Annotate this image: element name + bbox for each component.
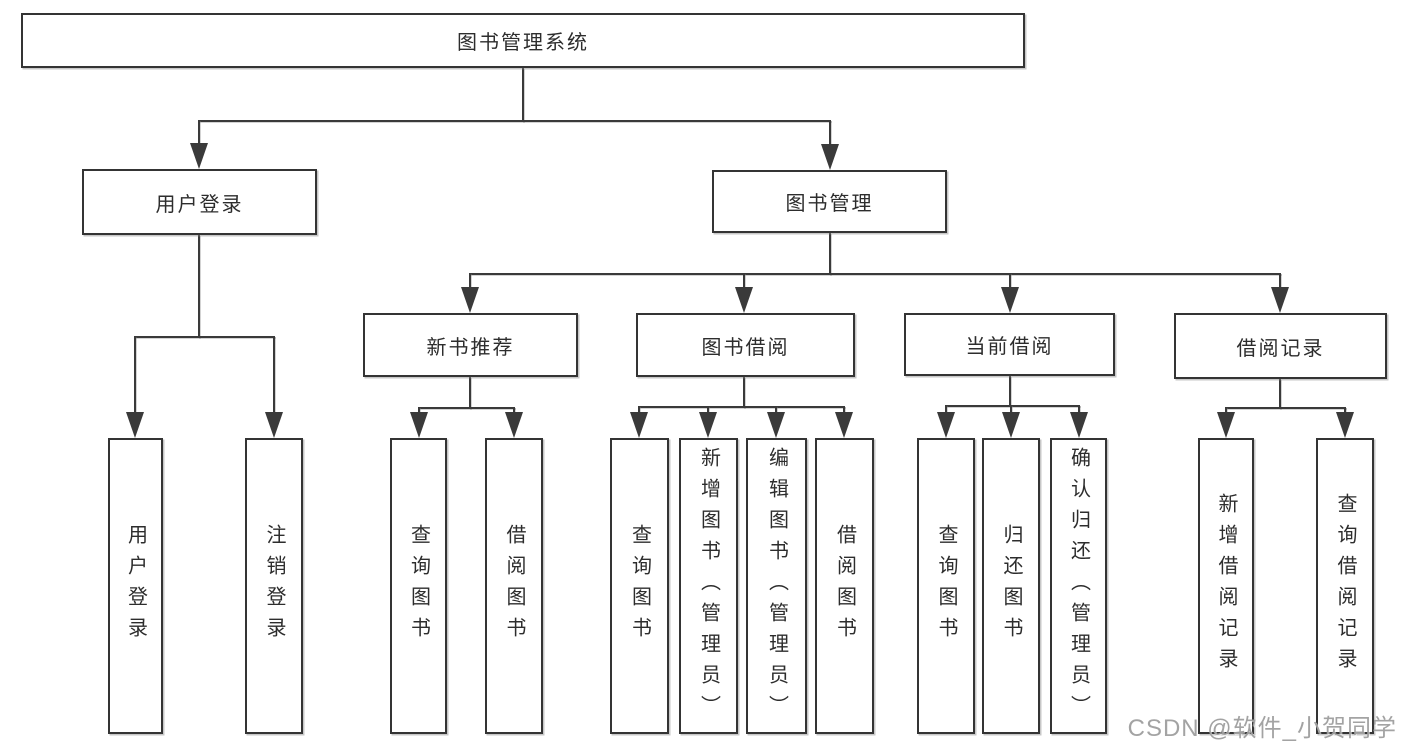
connector-rail-new-book-recommend (418, 407, 515, 409)
arrowhead-icon (699, 412, 717, 438)
node-book-management: 图书管理 (712, 170, 947, 233)
node-label-user-login: 用户登录 (155, 193, 244, 216)
connector-drop-current-borrowing-0 (945, 405, 947, 416)
arrowhead-icon (835, 412, 853, 438)
arrowhead-icon (630, 412, 648, 438)
connector-drop-new-book-recommend-1 (513, 407, 515, 416)
connector-drop-user-login-1 (273, 336, 275, 416)
connector-rail-book-management (469, 273, 1281, 275)
arrowhead-icon (190, 143, 208, 169)
arrowhead-icon (937, 412, 955, 438)
node-leaf-logout: 注销登录 (245, 438, 303, 734)
node-label-leaf-query-books-3: 查询图书 (935, 524, 957, 648)
connector-drop-book-management-0 (469, 273, 471, 291)
node-leaf-query-books-3: 查询图书 (917, 438, 975, 734)
arrowhead-icon (1001, 287, 1019, 313)
connector-drop-current-borrowing-2 (1078, 405, 1080, 416)
node-label-new-book-recommend: 新书推荐 (426, 336, 515, 359)
connector-stem-new-book-recommend (469, 377, 471, 409)
node-leaf-borrow-books-1: 借阅图书 (485, 438, 543, 734)
connector-stem-root (522, 68, 524, 122)
connector-stem-user-login (198, 235, 200, 338)
connector-drop-current-borrowing-1 (1010, 405, 1012, 416)
connector-drop-book-borrowing-1 (707, 406, 709, 416)
arrowhead-icon (821, 144, 839, 170)
node-leaf-edit-books-admin: 编辑图书（管理员） (746, 438, 807, 734)
node-label-leaf-logout: 注销登录 (263, 524, 285, 648)
arrowhead-icon (126, 412, 144, 438)
node-label-root: 图书管理系统 (457, 32, 589, 54)
connector-stem-book-management (829, 233, 831, 275)
node-root: 图书管理系统 (21, 13, 1025, 68)
connector-rail-book-borrowing (638, 406, 845, 408)
node-label-leaf-edit-books-admin: 编辑图书（管理员） (765, 446, 788, 726)
connector-rail-current-borrowing (945, 405, 1080, 407)
connector-drop-borrowing-records-1 (1344, 407, 1346, 416)
arrowhead-icon (1271, 287, 1289, 313)
connector-rail-user-login (134, 336, 275, 338)
node-label-current-borrowing: 当前借阅 (965, 336, 1054, 358)
connector-drop-borrowing-records-0 (1225, 407, 1227, 416)
node-label-leaf-return-books: 归还图书 (1000, 524, 1022, 648)
csdn-watermark: CSDN @软件_小贺同学 (1127, 715, 1397, 742)
connector-drop-root-1 (829, 120, 831, 148)
arrowhead-icon (1217, 412, 1235, 438)
node-leaf-add-borrow-record: 新增借阅记录 (1198, 438, 1254, 734)
node-label-leaf-confirm-return-admin: 确认归还（管理员） (1067, 446, 1090, 726)
node-leaf-add-books-admin: 新增图书（管理员） (679, 438, 738, 734)
connector-stem-current-borrowing (1009, 376, 1011, 407)
connector-drop-book-management-3 (1279, 273, 1281, 291)
arrowhead-icon (410, 412, 428, 438)
connector-stem-borrowing-records (1279, 379, 1281, 409)
node-label-borrowing-records: 借阅记录 (1236, 337, 1325, 360)
connector-rail-borrowing-records (1225, 407, 1346, 409)
node-label-leaf-user-login: 用户登录 (124, 524, 147, 648)
connector-drop-new-book-recommend-0 (418, 407, 420, 416)
connector-drop-book-management-2 (1009, 273, 1011, 291)
node-user-login: 用户登录 (82, 169, 317, 235)
node-leaf-borrow-books-2: 借阅图书 (815, 438, 874, 734)
connector-drop-book-borrowing-3 (843, 406, 845, 416)
connector-rail-root (198, 120, 831, 122)
node-label-leaf-add-books-admin: 新增图书（管理员） (697, 446, 720, 726)
node-leaf-user-login: 用户登录 (108, 438, 163, 734)
node-leaf-query-books-2: 查询图书 (610, 438, 669, 734)
arrowhead-icon (505, 412, 523, 438)
node-label-leaf-query-books-1: 查询图书 (407, 524, 430, 648)
arrowhead-icon (735, 287, 753, 313)
arrowhead-icon (265, 412, 283, 438)
node-label-leaf-borrow-books-1: 借阅图书 (503, 524, 525, 648)
arrowhead-icon (1002, 412, 1020, 438)
connector-drop-book-borrowing-2 (775, 406, 777, 416)
connector-stem-book-borrowing (743, 377, 745, 408)
node-leaf-query-books-1: 查询图书 (390, 438, 447, 734)
arrowhead-icon (767, 412, 785, 438)
connector-drop-book-management-1 (743, 273, 745, 291)
node-label-leaf-query-borrow-record: 查询借阅记录 (1334, 493, 1356, 679)
node-label-leaf-query-books-2: 查询图书 (628, 524, 651, 648)
node-label-leaf-add-borrow-record: 新增借阅记录 (1215, 493, 1237, 679)
node-leaf-query-borrow-record: 查询借阅记录 (1316, 438, 1374, 734)
node-label-book-management: 图书管理 (785, 193, 874, 215)
node-new-book-recommend: 新书推荐 (363, 313, 578, 377)
arrowhead-icon (1336, 412, 1354, 438)
arrowhead-icon (1070, 412, 1088, 438)
node-label-leaf-borrow-books-2: 借阅图书 (833, 524, 856, 648)
node-leaf-return-books: 归还图书 (982, 438, 1040, 734)
node-borrowing-records: 借阅记录 (1174, 313, 1387, 379)
connector-drop-book-borrowing-0 (638, 406, 640, 416)
node-label-book-borrowing: 图书借阅 (701, 336, 790, 359)
node-book-borrowing: 图书借阅 (636, 313, 855, 377)
node-current-borrowing: 当前借阅 (904, 313, 1115, 376)
connector-drop-user-login-0 (134, 336, 136, 416)
connector-drop-root-0 (198, 120, 200, 147)
node-leaf-confirm-return-admin: 确认归还（管理员） (1050, 438, 1107, 734)
arrowhead-icon (461, 287, 479, 313)
